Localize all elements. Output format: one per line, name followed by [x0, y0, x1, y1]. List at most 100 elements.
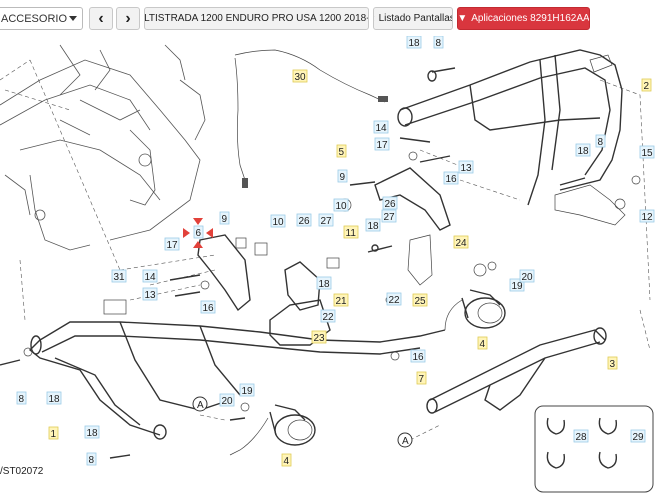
part-label-box [382, 196, 398, 210]
part-label-box [337, 169, 348, 183]
part-label-18[interactable]: 18 [409, 38, 421, 49]
part-label-box [318, 213, 334, 227]
part-label-24[interactable]: 24 [456, 238, 468, 249]
part-label-30[interactable]: 30 [295, 72, 307, 83]
part-label-9[interactable]: 9 [340, 172, 346, 183]
part-label-box [270, 214, 286, 228]
part-label-18[interactable]: 18 [368, 221, 380, 232]
part-label-4[interactable]: 4 [480, 339, 486, 350]
part-label-18[interactable]: 18 [87, 428, 99, 439]
list-screens-label: Listado Pantallas [378, 13, 453, 24]
part-label-20[interactable]: 20 [222, 396, 234, 407]
part-label-1[interactable]: 1 [51, 429, 57, 440]
part-label-27[interactable]: 27 [321, 216, 333, 227]
part-label-22[interactable]: 22 [389, 295, 401, 306]
part-label-box [365, 218, 381, 232]
category-select-value: ACCESORIO [1, 13, 68, 25]
part-label-16[interactable]: 16 [203, 303, 215, 314]
part-label-18[interactable]: 18 [49, 394, 61, 405]
part-label-14[interactable]: 14 [145, 272, 157, 283]
part-label-14[interactable]: 14 [376, 123, 388, 134]
part-label-box [416, 371, 427, 385]
chevron-down-icon [69, 16, 77, 21]
frame-drawing [0, 44, 206, 251]
part-label-20[interactable]: 20 [522, 272, 534, 283]
part-label-8[interactable]: 8 [598, 137, 604, 148]
part-label-box [46, 391, 62, 405]
part-label-26[interactable]: 26 [299, 216, 311, 227]
part-label-7[interactable]: 7 [419, 374, 425, 385]
next-button[interactable]: › [116, 7, 140, 30]
part-label-box [443, 171, 459, 185]
part-label-box [142, 269, 158, 283]
upper-crash-bar [397, 49, 626, 226]
part-label-23[interactable]: 23 [314, 333, 326, 344]
part-label-16[interactable]: 16 [446, 174, 458, 185]
part-label-17[interactable]: 17 [167, 240, 179, 251]
part-label-16[interactable]: 16 [413, 352, 425, 363]
part-label-6[interactable]: 6 [196, 228, 202, 239]
chevron-left-icon: ‹ [98, 9, 104, 27]
part-label-box [453, 235, 469, 249]
part-label-box [406, 36, 422, 49]
part-label-box [316, 276, 332, 290]
part-label-18[interactable]: 18 [319, 279, 331, 290]
part-label-12[interactable]: 12 [642, 212, 654, 223]
part-label-box [607, 356, 618, 370]
part-label-10[interactable]: 10 [273, 217, 285, 228]
part-label-19[interactable]: 19 [242, 386, 254, 397]
part-label-box [575, 143, 591, 157]
part-label-31[interactable]: 31 [114, 272, 126, 283]
part-label-box [281, 453, 292, 467]
part-label-9[interactable]: 9 [222, 214, 228, 225]
part-label-29[interactable]: 29 [633, 432, 645, 443]
applications-label: Aplicaciones 8291H162AA [471, 13, 590, 24]
part-label-box [333, 293, 349, 307]
part-label-box [410, 349, 426, 363]
part-label-box [16, 391, 27, 405]
cable-30 [234, 49, 386, 103]
part-label-box [639, 145, 655, 159]
part-label-5[interactable]: 5 [339, 147, 345, 158]
model-button[interactable]: ‹ MULTISTRADA 1200 ENDURO PRO USA 1200 2… [144, 7, 369, 30]
bar-3 [426, 327, 607, 414]
category-select[interactable]: ACCESORIO [0, 7, 83, 30]
part-label-11[interactable]: 11 [346, 228, 357, 239]
part-label-box [381, 209, 397, 223]
part-label-2[interactable]: 2 [644, 81, 650, 92]
part-label-25[interactable]: 25 [415, 296, 427, 307]
part-label-box [595, 134, 606, 148]
part-label-13[interactable]: 13 [461, 163, 473, 174]
part-label-box [239, 383, 255, 397]
part-label-box [164, 237, 180, 251]
part-label-21[interactable]: 21 [336, 296, 348, 307]
prev-button[interactable]: ‹ [89, 7, 113, 30]
part-label-box [477, 336, 488, 350]
part-label-22[interactable]: 22 [323, 312, 335, 323]
chevron-right-icon: › [125, 9, 131, 27]
part-label-8[interactable]: 8 [436, 38, 442, 49]
part-label-8[interactable]: 8 [89, 455, 95, 466]
part-label-13[interactable]: 13 [145, 290, 157, 301]
part-label-box [111, 269, 127, 283]
applications-button[interactable]: ▼ Aplicaciones 8291H162AA [457, 7, 590, 30]
part-label-8[interactable]: 8 [19, 394, 25, 405]
part-label-18[interactable]: 18 [578, 146, 590, 157]
part-label-19[interactable]: 19 [512, 281, 524, 292]
part-label-box [374, 137, 390, 151]
part-labels: 1234456788889910101112131314141516161617… [16, 36, 655, 467]
parts-diagram[interactable]: A A 123445678888991010111213131414151616… [0, 36, 658, 500]
part-label-box [48, 426, 59, 440]
part-label-28[interactable]: 28 [576, 432, 588, 443]
part-label-3[interactable]: 3 [610, 359, 616, 370]
part-label-box [193, 225, 204, 239]
part-label-27[interactable]: 27 [384, 212, 396, 223]
part-label-26[interactable]: 26 [385, 199, 397, 210]
position-marker [183, 218, 213, 248]
ref-a-right [397, 432, 413, 448]
list-screens-button[interactable]: ‹ Listado Pantallas [373, 7, 453, 30]
part-label-17[interactable]: 17 [377, 140, 389, 151]
part-label-4[interactable]: 4 [284, 456, 290, 467]
part-label-15[interactable]: 15 [642, 148, 654, 159]
part-label-10[interactable]: 10 [336, 201, 348, 212]
